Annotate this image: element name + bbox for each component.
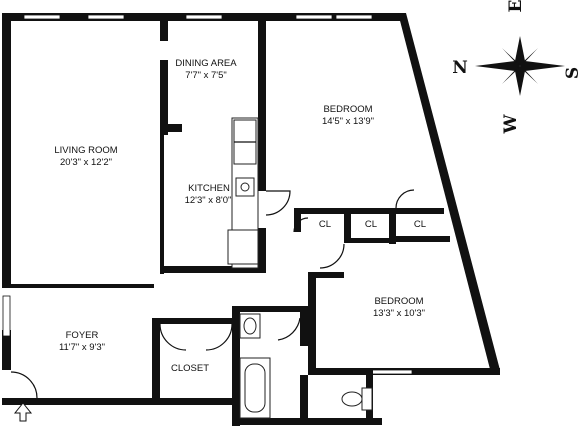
bedroom-2-size: 13'3" x 10'3" bbox=[373, 308, 425, 319]
bedroom-2-label: BEDROOM bbox=[374, 296, 423, 307]
bathtub-icon bbox=[239, 357, 271, 419]
doors bbox=[10, 189, 415, 399]
cl-2-label: CL bbox=[365, 219, 377, 230]
compass-west-label: W bbox=[501, 114, 521, 135]
interior-walls bbox=[2, 13, 450, 426]
compass-north-label: N bbox=[452, 58, 468, 78]
foyer-label: FOYER bbox=[66, 330, 99, 341]
entry-arrow-icon bbox=[13, 402, 33, 422]
dining-area-label: DINING AREA bbox=[175, 58, 237, 69]
compass-rose-icon bbox=[475, 36, 565, 96]
foyer-size: 11'7" x 9'3" bbox=[59, 342, 105, 353]
kitchen-label: KITCHEN bbox=[188, 183, 230, 194]
compass-south-label: S bbox=[563, 67, 583, 79]
bedroom-1-size: 14'5" x 13'9" bbox=[322, 116, 374, 127]
living-room-size: 20'3" x 12'2" bbox=[60, 157, 112, 168]
dining-area-size: 7'7" x 7'5" bbox=[185, 70, 227, 81]
bedroom-1-label: BEDROOM bbox=[323, 104, 372, 115]
cl-1-label: CL bbox=[319, 219, 331, 230]
kitchen-size: 12'3" x 8'0" bbox=[185, 195, 232, 206]
cl-3-label: CL bbox=[414, 219, 426, 230]
compass-east-label: E bbox=[506, 0, 526, 12]
living-room-label: LIVING ROOM bbox=[54, 145, 117, 156]
toilet-icon bbox=[341, 387, 373, 411]
sink-icon bbox=[239, 313, 261, 339]
closet-label: CLOSET bbox=[171, 363, 209, 374]
windows bbox=[2, 14, 413, 375]
stove-icon bbox=[233, 119, 257, 165]
